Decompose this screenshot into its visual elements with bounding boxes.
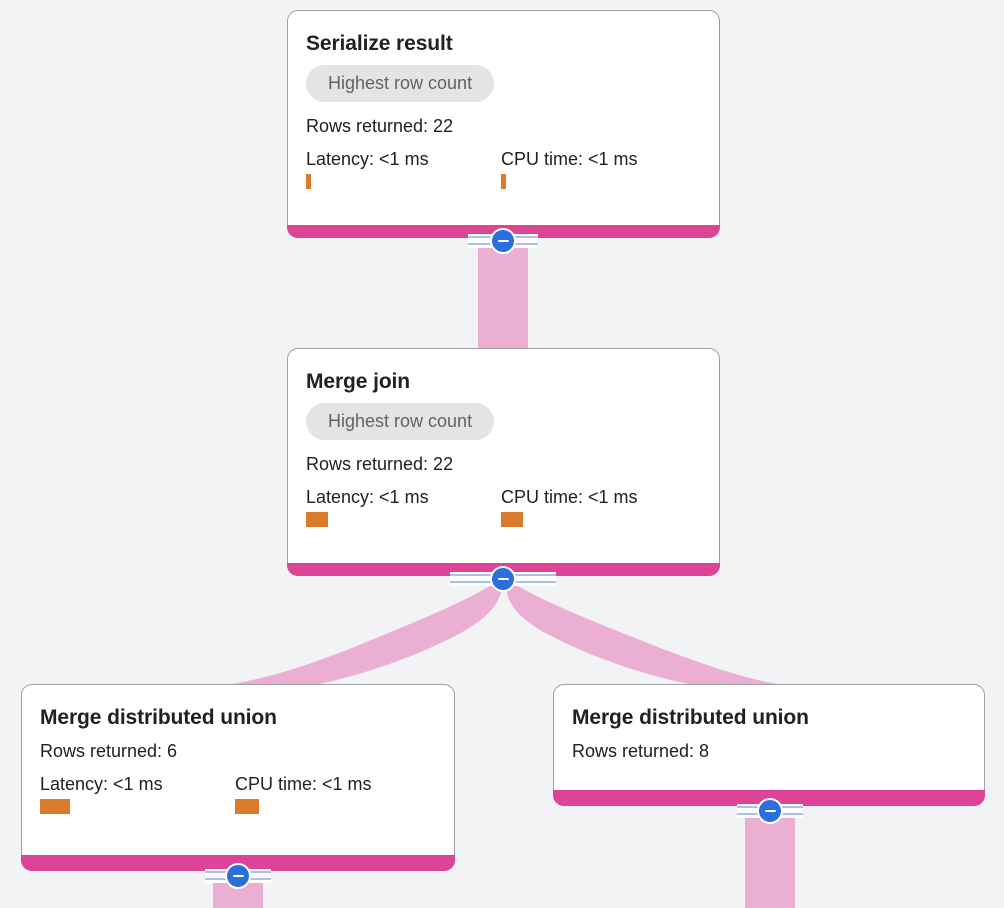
metric-latency: Latency: <1 ms bbox=[306, 486, 501, 527]
node-body: Merge join Highest row count Rows return… bbox=[288, 349, 719, 541]
node-rows-returned: Rows returned: 8 bbox=[572, 741, 710, 761]
node-badge-highest-row-count: Highest row count bbox=[306, 403, 495, 440]
metric-latency-bar bbox=[40, 799, 70, 814]
node-title: Merge distributed union bbox=[572, 706, 809, 729]
metric-latency-label: Latency: <1 ms bbox=[306, 487, 429, 507]
node-title: Merge join bbox=[306, 370, 411, 393]
minus-circle-icon[interactable] bbox=[490, 566, 516, 592]
node-metrics: Latency: <1 ms CPU time: <1 ms bbox=[306, 486, 701, 527]
node-body: Serialize result Highest row count Rows … bbox=[288, 11, 719, 203]
minus-glyph bbox=[497, 577, 509, 581]
node-rows-returned: Rows returned: 22 bbox=[306, 454, 454, 474]
metric-latency-bar bbox=[306, 174, 311, 189]
node-merge-join[interactable]: Merge join Highest row count Rows return… bbox=[287, 348, 720, 576]
metric-cpu-time-label: CPU time: <1 ms bbox=[235, 774, 372, 794]
collapse-button-serialize-result[interactable] bbox=[490, 228, 516, 254]
minus-circle-icon[interactable] bbox=[225, 863, 251, 889]
metric-cpu-time-bar bbox=[235, 799, 259, 814]
node-badge-highest-row-count: Highest row count bbox=[306, 65, 495, 102]
metric-cpu-time-label: CPU time: <1 ms bbox=[501, 149, 638, 169]
node-body: Merge distributed union Rows returned: 8 bbox=[554, 685, 984, 787]
collapse-button-union-right[interactable] bbox=[757, 798, 783, 824]
metric-latency: Latency: <1 ms bbox=[40, 773, 235, 814]
node-rows-returned: Rows returned: 22 bbox=[306, 116, 454, 136]
node-merge-distributed-union-left[interactable]: Merge distributed union Rows returned: 6… bbox=[21, 684, 455, 871]
edge-merge-join-to-union-left bbox=[214, 578, 503, 686]
collapse-button-union-left[interactable] bbox=[225, 863, 251, 889]
metric-latency-bar bbox=[306, 512, 328, 527]
metric-cpu-time: CPU time: <1 ms bbox=[501, 486, 638, 527]
metric-cpu-time: CPU time: <1 ms bbox=[235, 773, 372, 814]
node-merge-distributed-union-right[interactable]: Merge distributed union Rows returned: 8 bbox=[553, 684, 985, 806]
node-metrics: Latency: <1 ms CPU time: <1 ms bbox=[306, 148, 701, 189]
metric-cpu-time-label: CPU time: <1 ms bbox=[501, 487, 638, 507]
metric-latency-label: Latency: <1 ms bbox=[306, 149, 429, 169]
wing-line bbox=[512, 581, 556, 583]
node-body: Merge distributed union Rows returned: 6… bbox=[22, 685, 454, 828]
collapse-button-merge-join[interactable] bbox=[490, 566, 516, 592]
node-title: Merge distributed union bbox=[40, 706, 277, 729]
minus-glyph bbox=[497, 239, 509, 243]
node-serialize-result[interactable]: Serialize result Highest row count Rows … bbox=[287, 10, 720, 238]
metric-cpu-time-bar bbox=[501, 512, 523, 527]
metric-latency-label: Latency: <1 ms bbox=[40, 774, 163, 794]
node-rows-returned: Rows returned: 6 bbox=[40, 741, 178, 761]
edge-serialize-to-merge-join bbox=[478, 238, 528, 350]
minus-circle-icon[interactable] bbox=[757, 798, 783, 824]
wing-line bbox=[450, 581, 494, 583]
node-title: Serialize result bbox=[306, 32, 453, 55]
metric-latency: Latency: <1 ms bbox=[306, 148, 501, 189]
minus-glyph bbox=[764, 809, 776, 813]
minus-circle-icon[interactable] bbox=[490, 228, 516, 254]
metric-cpu-time-bar bbox=[501, 174, 506, 189]
edge-merge-join-to-union-right bbox=[505, 578, 792, 686]
metric-cpu-time: CPU time: <1 ms bbox=[501, 148, 638, 189]
minus-glyph bbox=[232, 874, 244, 878]
node-metrics: Latency: <1 ms CPU time: <1 ms bbox=[40, 773, 436, 814]
